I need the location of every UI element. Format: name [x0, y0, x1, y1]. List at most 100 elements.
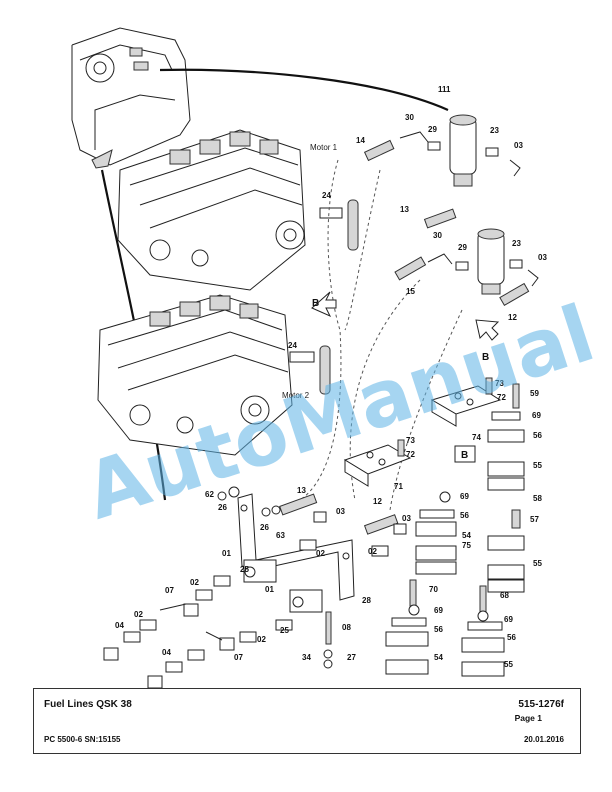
- engine-2-sketch: [97, 294, 293, 456]
- filter-location-icon: [91, 149, 113, 169]
- clamp-stack-bottom-left: [385, 617, 429, 675]
- guide-line-top: [159, 68, 449, 112]
- part-label: 28: [362, 596, 371, 605]
- part-label: 15: [406, 287, 415, 296]
- view-label-b: B: [312, 298, 319, 309]
- distribution-blocks: [243, 559, 323, 613]
- route-line-3: [349, 279, 421, 501]
- engine-1-sketch: [117, 129, 306, 291]
- part-label: 69: [504, 615, 513, 624]
- part-label: 68: [500, 591, 509, 600]
- motor-1-label: Motor 1: [310, 143, 338, 152]
- clamp-bracket-71: [343, 444, 412, 487]
- part-label: 24: [288, 341, 297, 350]
- part-label: 55: [504, 660, 513, 669]
- part-label: 07: [165, 586, 174, 595]
- part-label: 08: [342, 623, 351, 632]
- part-label: 03: [402, 514, 411, 523]
- document-date: 20.01.2016: [523, 735, 564, 744]
- view-arrow-b-right: [475, 319, 500, 341]
- view-b-box: [454, 445, 476, 463]
- part-label: 111: [438, 85, 451, 94]
- part-label: 14: [356, 136, 365, 145]
- part-label: 24: [322, 191, 331, 200]
- part-label: 73: [406, 436, 415, 445]
- lower-fittings: [103, 486, 407, 689]
- part-label: 13: [297, 486, 306, 495]
- part-label: 04: [115, 621, 124, 630]
- part-label: 13: [400, 205, 409, 214]
- part-label: 01: [265, 585, 274, 594]
- page-number: Page 1: [514, 713, 542, 723]
- part-label: 55: [533, 559, 542, 568]
- part-label: 73: [495, 379, 504, 388]
- part-label: 30: [405, 113, 414, 122]
- part-label: 30: [433, 231, 442, 240]
- part-label: 54: [434, 653, 443, 662]
- part-label: 23: [490, 126, 499, 135]
- clamp-stack-bottom-right: [461, 621, 505, 677]
- part-label: 02: [368, 547, 377, 556]
- part-label: 54: [462, 531, 471, 540]
- part-label: 27: [347, 653, 356, 662]
- view-label-b-boxed: B: [461, 450, 468, 461]
- part-label: 03: [514, 141, 523, 150]
- part-label: 02: [190, 578, 199, 587]
- part-label: 72: [497, 393, 506, 402]
- part-label: 02: [316, 549, 325, 558]
- upper-hoses: [289, 131, 539, 395]
- clamp-stack-right-2: [487, 535, 525, 593]
- machine-model: PC 5500-6 SN:15155: [44, 735, 121, 744]
- drawing-title: Fuel Lines QSK 38: [44, 699, 132, 710]
- part-label: 34: [302, 653, 311, 662]
- view-arrow-b-left: [311, 291, 337, 318]
- part-label: 69: [434, 606, 443, 615]
- clamp-stack-middle: [415, 509, 457, 575]
- part-label: 56: [507, 633, 516, 642]
- motor-2-label: Motor 2: [282, 391, 310, 400]
- parts-diagram: 111 30 29 14 23 03 24 13 30 29 23 03 15 …: [71, 27, 605, 689]
- part-label: 57: [530, 515, 539, 524]
- part-label: 25: [280, 626, 289, 635]
- view-label-b: B: [482, 352, 489, 363]
- part-label: 69: [532, 411, 541, 420]
- bolts: [323, 377, 521, 669]
- part-number-labels: 111 30 29 14 23 03 24 13 30 29 23 03 15 …: [115, 85, 547, 669]
- clamp-stack-right-1: [487, 411, 525, 491]
- part-label: 03: [336, 507, 345, 516]
- document-number: 515-1276f: [518, 699, 564, 710]
- fuel-filter-1: [449, 114, 477, 187]
- title-block: Fuel Lines QSK 38 515-1276f Page 1 PC 55…: [33, 688, 581, 754]
- part-label: 07: [234, 653, 243, 662]
- part-label: 26: [260, 523, 269, 532]
- part-label: 29: [428, 125, 437, 134]
- route-line-2: [344, 169, 381, 331]
- part-label: 03: [538, 253, 547, 262]
- part-label: 56: [460, 511, 469, 520]
- part-label: 02: [134, 610, 143, 619]
- part-label: 72: [406, 450, 415, 459]
- part-label: 59: [530, 389, 539, 398]
- part-label: 71: [394, 482, 403, 491]
- part-label: 23: [512, 239, 521, 248]
- part-label: 70: [429, 585, 438, 594]
- part-label: 29: [458, 243, 467, 252]
- part-label: 26: [218, 503, 227, 512]
- part-label: 12: [508, 313, 517, 322]
- part-label: 04: [162, 648, 171, 657]
- route-line-1: [299, 159, 342, 501]
- part-label: 56: [434, 625, 443, 634]
- part-label: 75: [462, 541, 471, 550]
- part-label: 74: [472, 433, 481, 442]
- part-label: 62: [205, 490, 214, 499]
- clamp-bracket-74: [430, 385, 502, 427]
- part-label: 58: [533, 494, 542, 503]
- part-label: 56: [533, 431, 542, 440]
- part-label: 12: [373, 497, 382, 506]
- part-label: 69: [460, 492, 469, 501]
- part-label: 63: [276, 531, 285, 540]
- part-label: 55: [533, 461, 542, 470]
- machine-frame-sketch: [71, 27, 191, 169]
- part-label: 01: [222, 549, 231, 558]
- part-label: 02: [257, 635, 266, 644]
